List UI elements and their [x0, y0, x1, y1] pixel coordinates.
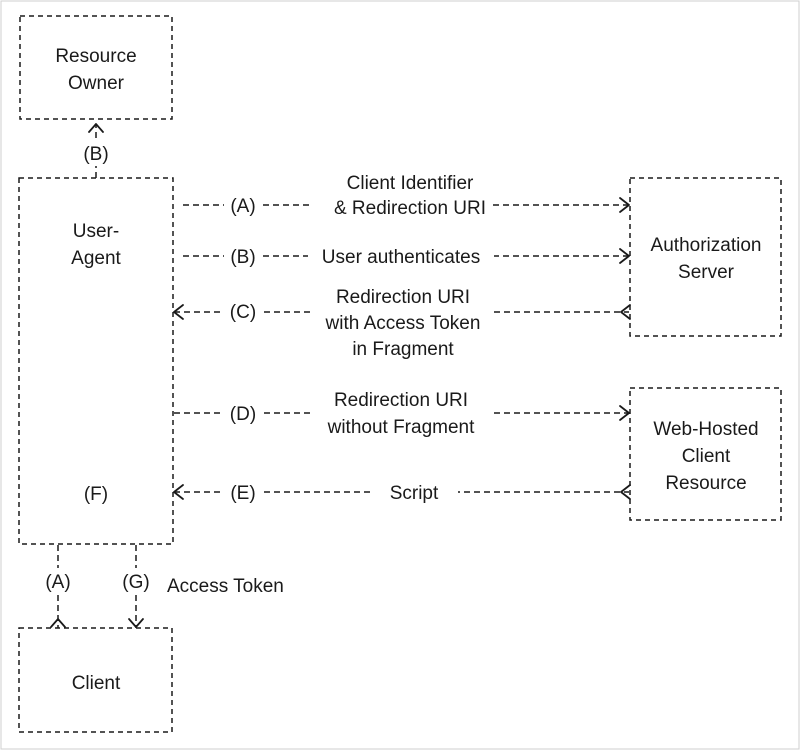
user-agent-node: User- Agent (F) [18, 177, 174, 545]
web-hosted-client-resource-node: Web-Hosted Client Resource [629, 387, 782, 521]
edge-c-label-line-3: in Fragment [352, 339, 454, 360]
edge-d-label-line-1: Redirection URI [334, 390, 468, 411]
edge-a-label-line-2: & Redirection URI [334, 198, 486, 219]
client-box [18, 627, 173, 733]
edge-c-arrowhead [173, 304, 184, 320]
web-hosted-client-resource-box [629, 387, 782, 521]
resource-owner-label-line-2: Owner [68, 73, 125, 94]
resource-owner-label-line-1: Resource [55, 46, 136, 67]
web-hosted-label-line-3: Resource [665, 473, 746, 494]
resource-owner-box [19, 15, 173, 120]
edge-c-tail-mark [620, 304, 631, 320]
edge-c-step: (C) [230, 302, 256, 323]
edge-e-step: (E) [230, 483, 255, 504]
edge-a-to-client: (A) [40, 545, 76, 628]
user-agent-label-line-1: User- [73, 221, 119, 242]
edge-b-auth-step: (B) [230, 247, 255, 268]
authorization-server-label-line-2: Server [678, 262, 735, 283]
edge-a-client-mark [50, 618, 66, 628]
resource-owner-node: Resource Owner [19, 15, 173, 120]
edge-g-access-token: (G) Access Token [117, 545, 284, 628]
edge-e-arrowhead [173, 484, 184, 500]
edge-b-user-authenticates: (B) User authenticates [183, 243, 630, 269]
edge-d-arrowhead [619, 405, 630, 421]
edge-b-auth-arrowhead [619, 248, 630, 264]
edge-a-client-step: (A) [45, 572, 70, 593]
web-hosted-label-line-1: Web-Hosted [653, 419, 758, 440]
edge-c-redirection-with-token: (C) Redirection URI with Access Token in… [173, 282, 631, 360]
edge-d-step: (D) [230, 404, 256, 425]
edge-c-label-line-1: Redirection URI [336, 287, 470, 308]
edge-a-label-line-1: Client Identifier [347, 173, 474, 194]
edge-d-label-line-2: without Fragment [327, 417, 476, 438]
client-node: Client [18, 627, 173, 733]
authorization-server-node: Authorization Server [629, 177, 782, 337]
client-label: Client [72, 673, 121, 694]
edge-d-redirection-without-fragment: (D) Redirection URI without Fragment [174, 385, 630, 439]
edge-b-to-resource-owner: (B) [78, 123, 114, 178]
edge-g-label: Access Token [167, 576, 284, 597]
edge-a-step: (A) [230, 196, 255, 217]
edge-b-owner-arrowhead [88, 123, 104, 133]
web-hosted-label-line-2: Client [682, 446, 731, 467]
edge-a-arrowhead [619, 197, 630, 213]
user-agent-label-line-2: Agent [71, 248, 121, 269]
edge-e-script: (E) Script [173, 479, 631, 505]
edge-e-label: Script [390, 483, 439, 504]
edge-e-tail-mark [620, 484, 631, 500]
authorization-server-box [629, 177, 782, 337]
authorization-server-label-line-1: Authorization [651, 235, 762, 256]
edge-g-step: (G) [122, 572, 149, 593]
edge-c-label-line-2: with Access Token [325, 313, 481, 334]
edge-g-arrowhead [128, 618, 144, 628]
user-agent-step-f: (F) [84, 484, 108, 505]
edge-b-auth-label: User authenticates [322, 247, 480, 268]
edge-a-to-authorization-server: (A) Client Identifier & Redirection URI [183, 170, 630, 220]
edge-b-owner-step: (B) [83, 144, 108, 165]
